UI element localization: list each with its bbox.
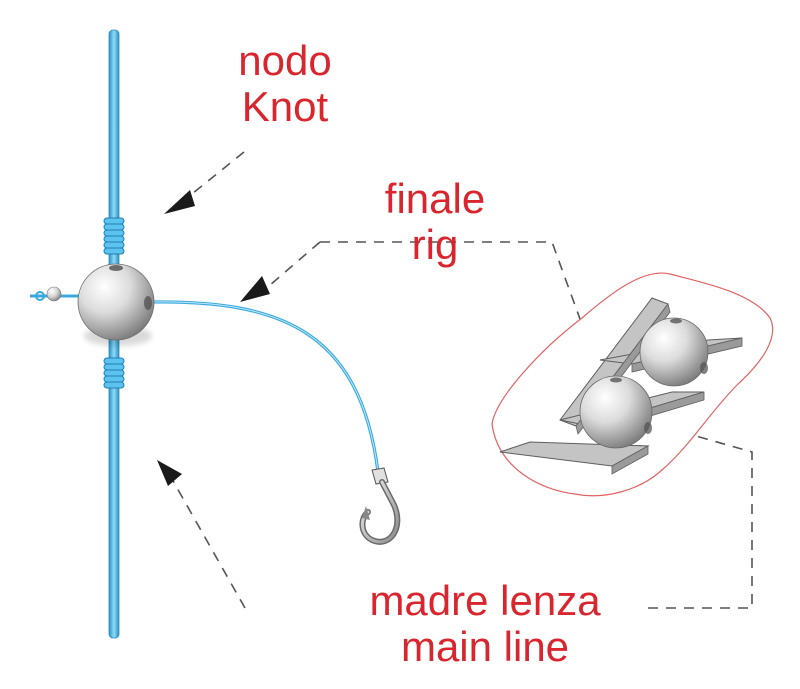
arrow-rig-left xyxy=(240,276,270,302)
leader-main-right xyxy=(648,431,753,609)
upper-knot xyxy=(103,217,125,255)
arrow-main-left xyxy=(157,460,182,486)
inset-bead-top xyxy=(639,317,709,387)
left-stub xyxy=(30,286,80,302)
label-main-en: main line xyxy=(400,623,570,670)
label-rig: finale rig xyxy=(345,176,525,268)
label-knot-it: nodo xyxy=(238,37,332,84)
leader-main-left xyxy=(167,471,246,609)
label-knot-en: Knot xyxy=(241,83,329,130)
leader-knot xyxy=(181,151,245,203)
leader-rig xyxy=(320,241,593,353)
inset-bead-bottom xyxy=(579,375,653,449)
label-rig-it: finale xyxy=(384,175,486,222)
hook-icon xyxy=(359,467,401,545)
inset-detail xyxy=(491,272,774,497)
label-main-line: madre lenza main line xyxy=(320,578,650,670)
lower-knot xyxy=(103,357,125,389)
leader-rig-left xyxy=(261,241,321,293)
main-bead xyxy=(77,263,155,346)
label-rig-en: rig xyxy=(411,221,459,268)
label-knot: nodo Knot xyxy=(205,38,365,130)
rig-line xyxy=(149,300,380,473)
arrow-knot xyxy=(164,190,195,214)
label-main-it: madre lenza xyxy=(369,577,601,624)
leader-lines xyxy=(167,151,753,609)
